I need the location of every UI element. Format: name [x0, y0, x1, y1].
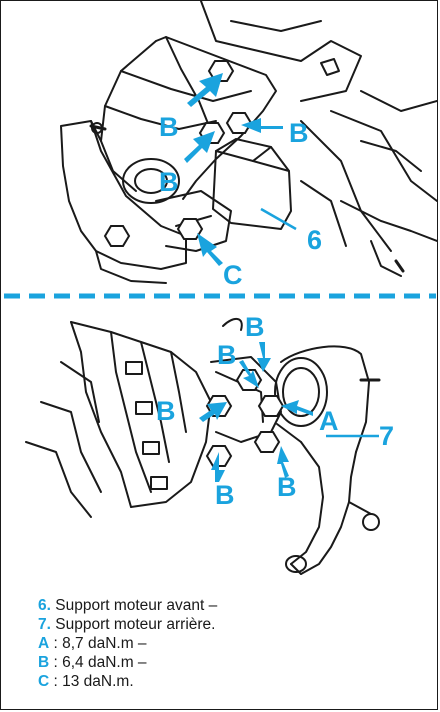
front-mount-drawing [60, 1, 437, 284]
caption-key: B [38, 654, 50, 671]
rear-engine-mount-illustration: B B B B B A 7 [1, 302, 437, 592]
label-b-left: B [156, 396, 176, 426]
label-c: C [223, 260, 243, 288]
caption-key: C [38, 673, 50, 690]
caption-text: : 13 daN.m. [49, 673, 134, 690]
caption: 6. Support moteur avant – 7. Support mot… [38, 596, 428, 691]
label-part-7: 7 [379, 421, 395, 451]
label-b-top-2: B [217, 340, 237, 370]
front-engine-mount-illustration: B B B C 6 [1, 1, 437, 287]
label-b-bottom: B [215, 480, 235, 510]
caption-line-part-7: 7. Support moteur arrière. [38, 615, 428, 634]
caption-key: 7. [38, 616, 51, 633]
caption-text: Support moteur avant – [50, 597, 218, 614]
caption-line-torque-a: A : 8,7 daN.m – [38, 634, 428, 653]
caption-key: 6. [38, 597, 51, 614]
label-b-lower: B [159, 167, 179, 197]
caption-line-torque-b: B : 6,4 daN.m – [38, 653, 428, 672]
caption-key: A [38, 635, 50, 652]
caption-text: Support moteur arrière. [50, 616, 216, 633]
caption-text: : 8,7 daN.m – [49, 635, 147, 652]
label-b-upper: B [159, 112, 179, 142]
label-part-6: 6 [307, 225, 323, 255]
label-a: A [319, 406, 339, 436]
caption-line-part-6: 6. Support moteur avant – [38, 596, 428, 615]
caption-text: : 6,4 daN.m – [49, 654, 147, 671]
label-b-top-1: B [245, 312, 265, 342]
label-b-right: B [277, 472, 297, 502]
dashed-divider [4, 293, 436, 299]
rear-mount-drawing [25, 318, 381, 575]
caption-line-torque-c: C : 13 daN.m. [38, 672, 428, 691]
label-b-right: B [289, 118, 309, 148]
